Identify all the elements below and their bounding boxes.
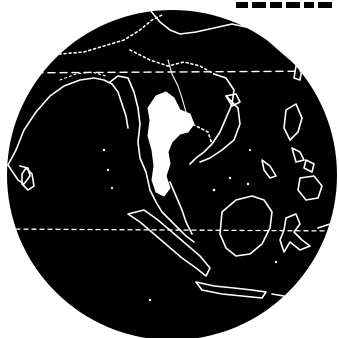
india-coastline (7, 77, 129, 166)
sumatra-outline (127, 209, 211, 277)
indochina-coast (189, 73, 235, 165)
borneo-outline (219, 195, 273, 257)
myanmar-coast (109, 75, 151, 191)
palawan-outline (261, 159, 277, 179)
inner-border-north (129, 49, 215, 75)
visayas-islands (291, 147, 315, 173)
mindanao-outline (297, 175, 323, 201)
ganges-river (59, 71, 107, 81)
malay-peninsula-east (169, 181, 193, 235)
sulawesi-outline (279, 213, 311, 253)
sri-lanka-outline (21, 167, 35, 191)
globe-disc (7, 10, 337, 338)
latitude-line-north (7, 70, 337, 74)
himalaya-border (39, 13, 165, 61)
thailand-highlight (147, 91, 195, 197)
hainan-outline (225, 93, 241, 107)
java-outline (195, 281, 267, 299)
malay-peninsula (149, 189, 195, 243)
corner-text-fragment (236, 2, 332, 8)
island-dots (102, 148, 278, 302)
vietnam-coast (199, 95, 241, 163)
luzon-outline (283, 103, 303, 141)
